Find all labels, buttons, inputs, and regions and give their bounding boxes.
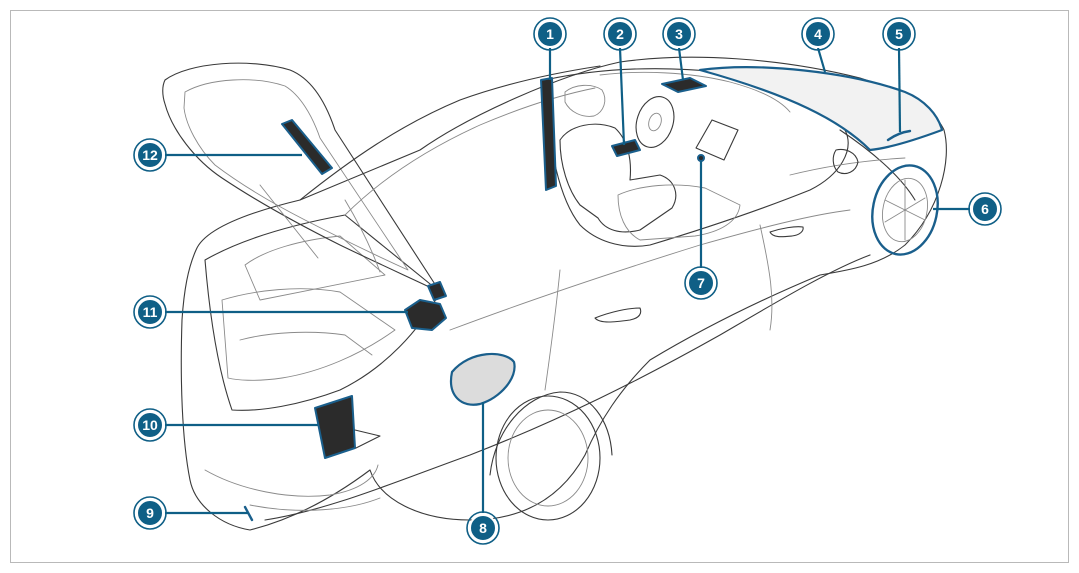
windshield: [700, 67, 942, 150]
component-10-flap: [355, 430, 380, 448]
center-display: [696, 120, 738, 160]
callout-7-label: 7: [697, 275, 705, 291]
leader-2: [620, 48, 624, 145]
trunk-floor-panel: [240, 332, 372, 355]
rear-door-line: [545, 270, 560, 390]
callout-6-label: 6: [981, 201, 989, 217]
steering-hub: [647, 112, 664, 133]
callout-1-label: 1: [546, 26, 554, 42]
callout-7: 7: [685, 267, 717, 299]
callout-5-label: 5: [895, 26, 903, 42]
component-10-panel: [315, 396, 355, 458]
leader-4: [818, 48, 825, 72]
callout-1: 1: [534, 18, 566, 50]
rear-door-handle: [595, 308, 641, 322]
callout-9: 9: [134, 497, 166, 529]
callout-8-label: 8: [479, 520, 487, 536]
callout-5: 5: [883, 18, 915, 50]
trunk-rear-seatback: [245, 236, 385, 300]
component-1-pillar: [541, 78, 556, 190]
front-seat: [560, 124, 676, 232]
callout-4: 4: [802, 18, 834, 50]
callout-12-label: 12: [142, 147, 158, 163]
rear-wheel: [496, 396, 600, 520]
callout-9-label: 9: [146, 505, 154, 521]
component-8-fuel-flap: [451, 354, 515, 405]
rear-deck-crease: [345, 88, 595, 215]
callout-2: 2: [604, 18, 636, 50]
callout-11: 11: [134, 296, 166, 328]
component-2-console: [612, 140, 640, 156]
front-door-line: [760, 225, 772, 330]
leader-5: [899, 48, 900, 132]
component-12-lid-handle: [282, 120, 332, 174]
leader-3: [679, 48, 683, 80]
callout-11-label: 11: [143, 304, 158, 320]
rear-seat: [618, 185, 740, 240]
callout-3-label: 3: [675, 26, 683, 42]
component-7-sensor: [698, 155, 704, 161]
callout-10-label: 10: [142, 417, 158, 433]
component-3-overhead: [662, 78, 706, 92]
front-door-handle: [770, 227, 803, 237]
component-11-switch: [428, 282, 446, 300]
rear-wheel-inner: [508, 410, 588, 506]
callout-10: 10: [134, 409, 166, 441]
body-crease: [450, 210, 850, 330]
callout-4-label: 4: [814, 26, 822, 42]
component-11-lock: [405, 300, 446, 330]
trunk-floor: [222, 289, 395, 381]
callout-6: 6: [969, 193, 1001, 225]
callout-8: 8: [467, 512, 499, 544]
callout-2-label: 2: [616, 26, 624, 42]
callout-3: 3: [663, 18, 695, 50]
rear-bumper-line: [205, 465, 378, 496]
callout-12: 12: [134, 139, 166, 171]
